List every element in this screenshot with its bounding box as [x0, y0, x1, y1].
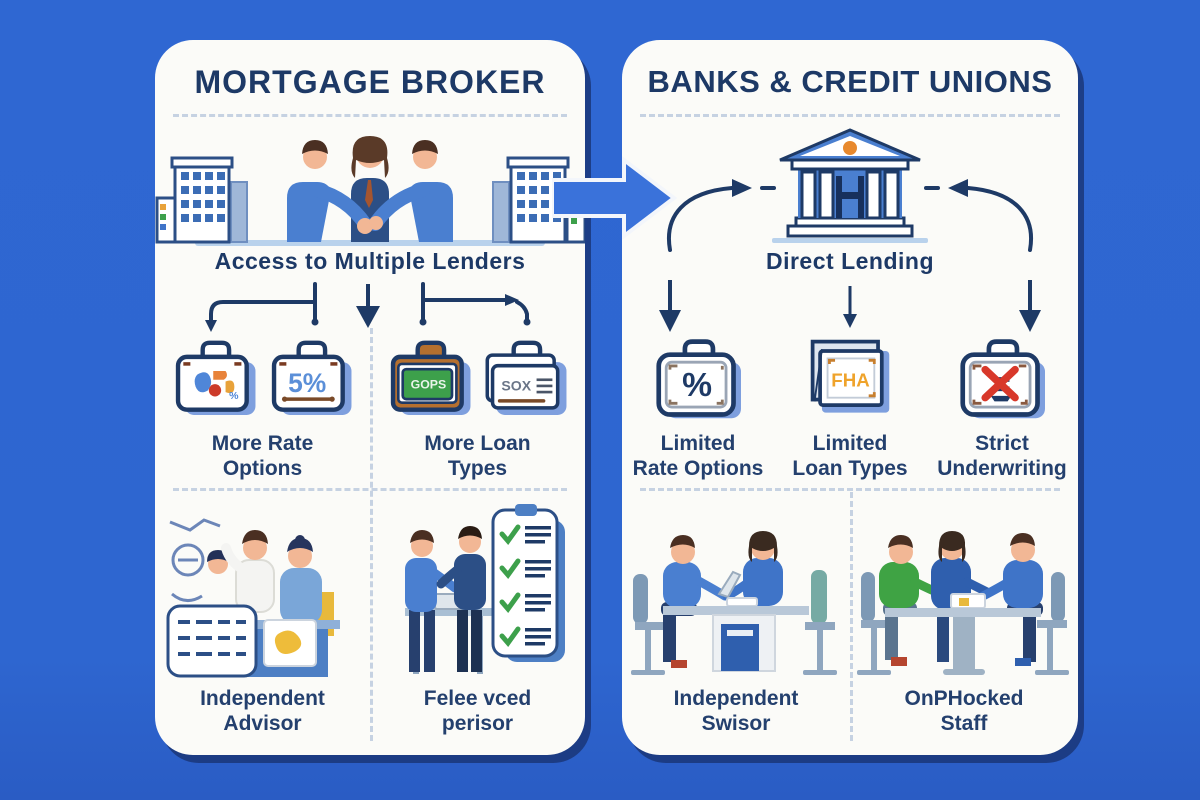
bank-building-illustration [667, 128, 1033, 252]
advisor-scene-illustration [166, 518, 340, 678]
bottom-label-overworked-staff: OnPHocked Staff [904, 687, 1024, 736]
dashed-divider [640, 488, 1060, 491]
feature-label-more-rate-options: More Rate Options [211, 432, 314, 480]
two-person-meeting-scene [622, 498, 850, 680]
panel-connector-arrow-icon [552, 155, 678, 241]
rejected-x-briefcase-icon [960, 339, 1045, 419]
banks-credit-unions-panel: BANKS & CREDIT UNIONS Direct Lending [622, 40, 1078, 755]
svg-text:5%: 5% [288, 368, 326, 398]
right-panel-title: BANKS & CREDIT UNIONS [647, 64, 1053, 99]
green-loan-card-icon: GOPS [390, 340, 470, 415]
svg-text:GOPS: GOPS [410, 378, 446, 392]
desk-meeting-illustration [631, 531, 837, 675]
loan-types-icon-group: GOPS SOX [370, 336, 585, 432]
loan-document-briefcase-icon: SOX [485, 340, 566, 415]
bottom-label-independent-advisor: Independent Advisor [200, 687, 325, 736]
feature-label-strict-underwriting: Strict Underwriting [937, 432, 1067, 480]
advisor-consulting-scene [155, 498, 370, 680]
svg-text:FHA: FHA [831, 369, 869, 390]
rate-options-icon-group: % 5% [155, 336, 370, 432]
mortgage-broker-panel: MORTGAGE BROKER [155, 40, 585, 755]
dashed-vertical-divider [370, 328, 373, 741]
staff-meeting-illustration [857, 531, 1069, 675]
checklist-scene-illustration [405, 504, 565, 674]
dashed-vertical-divider [850, 492, 853, 741]
limited-rate-icon-group: % [622, 336, 774, 432]
feature-label-limited-rate-options: Limited Rate Options [632, 432, 764, 480]
svg-text:%: % [682, 367, 712, 404]
down-arrows [659, 280, 1041, 332]
fha-folder-icon: FHA [810, 339, 890, 413]
dashed-divider [173, 114, 567, 117]
rate-collage-briefcase-icon: % [175, 340, 255, 415]
checklist-review-scene [370, 498, 585, 680]
bottom-label-independent-swisor: Independent Swisor [673, 687, 799, 736]
dashed-divider [640, 114, 1060, 117]
left-panel-title: MORTGAGE BROKER [194, 64, 546, 100]
limited-loan-icon-group: FHA [774, 336, 926, 432]
brokers-handshake-illustration [155, 136, 585, 246]
strict-underwriting-icon-group [926, 336, 1078, 432]
right-subtitle: Direct Lending [765, 248, 934, 274]
percent-limited-briefcase-icon: % [656, 339, 741, 419]
percent-rate-briefcase-icon: 5% [271, 340, 351, 415]
feature-label-limited-loan-types: Limited Loan Types [792, 432, 908, 480]
svg-text:%: % [229, 390, 239, 402]
branch-arrows [205, 282, 531, 332]
left-subtitle: Access to Multiple Lenders [214, 248, 526, 274]
feature-label-more-loan-types: More Loan Types [424, 432, 531, 480]
svg-text:SOX: SOX [501, 377, 531, 393]
bottom-label-experienced-person: Felee vced perisor [423, 687, 532, 736]
three-person-meeting-scene [850, 498, 1078, 680]
